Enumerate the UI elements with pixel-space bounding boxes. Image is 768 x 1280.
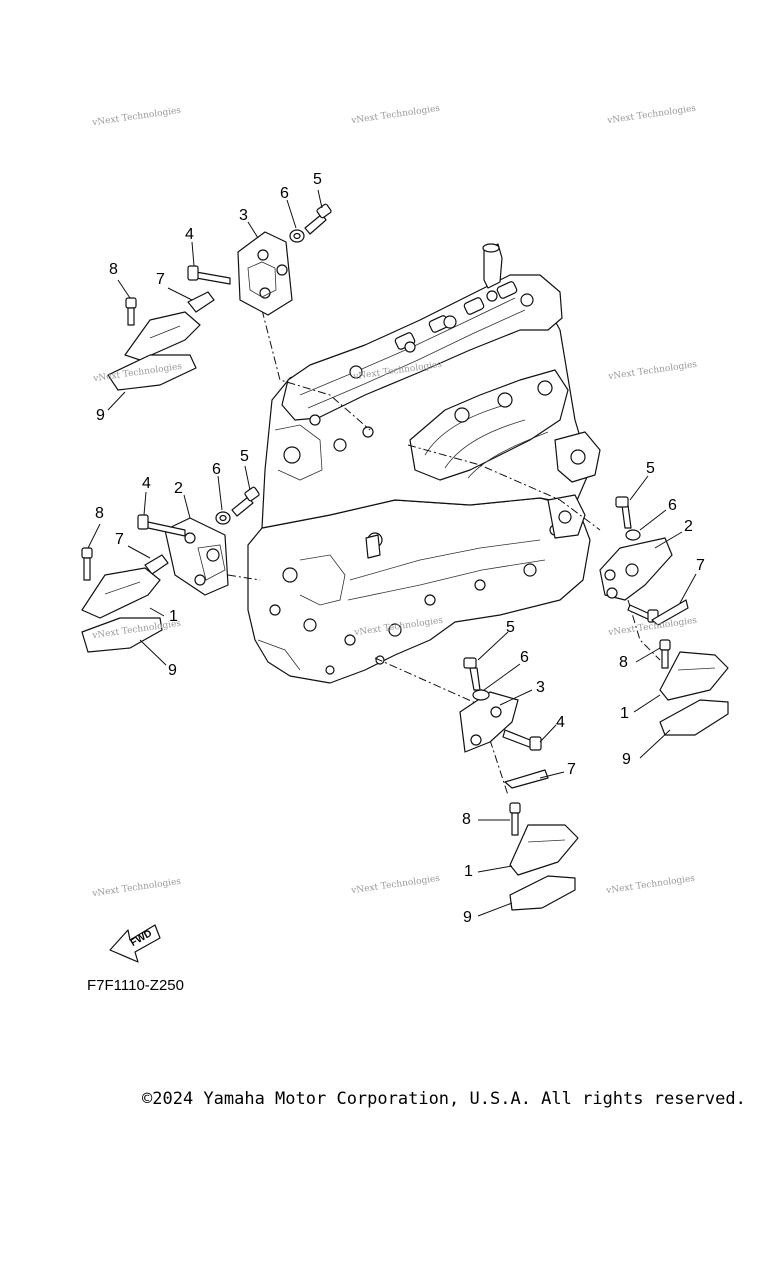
mount-group-lower-left [81, 486, 260, 653]
callout-7: 7 [156, 271, 165, 288]
callout-6: 6 [520, 649, 529, 666]
callout-9: 9 [168, 662, 177, 679]
callout-3: 3 [536, 679, 545, 696]
callout-5: 5 [240, 448, 249, 465]
callout-8: 8 [95, 505, 104, 522]
callout-5: 5 [646, 460, 655, 477]
callout-9: 9 [463, 909, 472, 926]
copyright-notice: ©2024 Yamaha Motor Corporation, U.S.A. A… [142, 1089, 746, 1109]
callout-4: 4 [556, 714, 565, 731]
engine-block [247, 243, 601, 684]
assembly-leaders [227, 309, 661, 796]
callout-6: 6 [280, 185, 289, 202]
diagram-code: F7F1110-Z250 [87, 977, 184, 994]
callout-8: 8 [619, 654, 628, 671]
mount-group-bottom-center [459, 657, 579, 911]
callout-9: 9 [622, 751, 631, 768]
callout-7: 7 [567, 761, 576, 778]
callout-6: 6 [668, 497, 677, 514]
mount-group-right [599, 496, 729, 736]
callout-9: 9 [96, 407, 105, 424]
callout-3: 3 [239, 207, 248, 224]
callout-2: 2 [684, 518, 693, 535]
fwd-arrow-icon [109, 924, 161, 963]
callout-leaders [87, 189, 697, 917]
callout-5: 5 [313, 171, 322, 188]
callout-1: 1 [620, 705, 629, 722]
mount-group-upper-left [107, 203, 332, 391]
callout-7: 7 [696, 557, 705, 574]
callout-6: 6 [212, 461, 221, 478]
callout-2: 2 [174, 480, 183, 497]
callout-1: 1 [464, 863, 473, 880]
callout-4: 4 [142, 475, 151, 492]
callout-5: 5 [506, 619, 515, 636]
callout-8: 8 [109, 261, 118, 278]
callout-4: 4 [185, 226, 194, 243]
callout-7: 7 [115, 531, 124, 548]
callout-1: 1 [169, 608, 178, 625]
callout-8: 8 [462, 811, 471, 828]
